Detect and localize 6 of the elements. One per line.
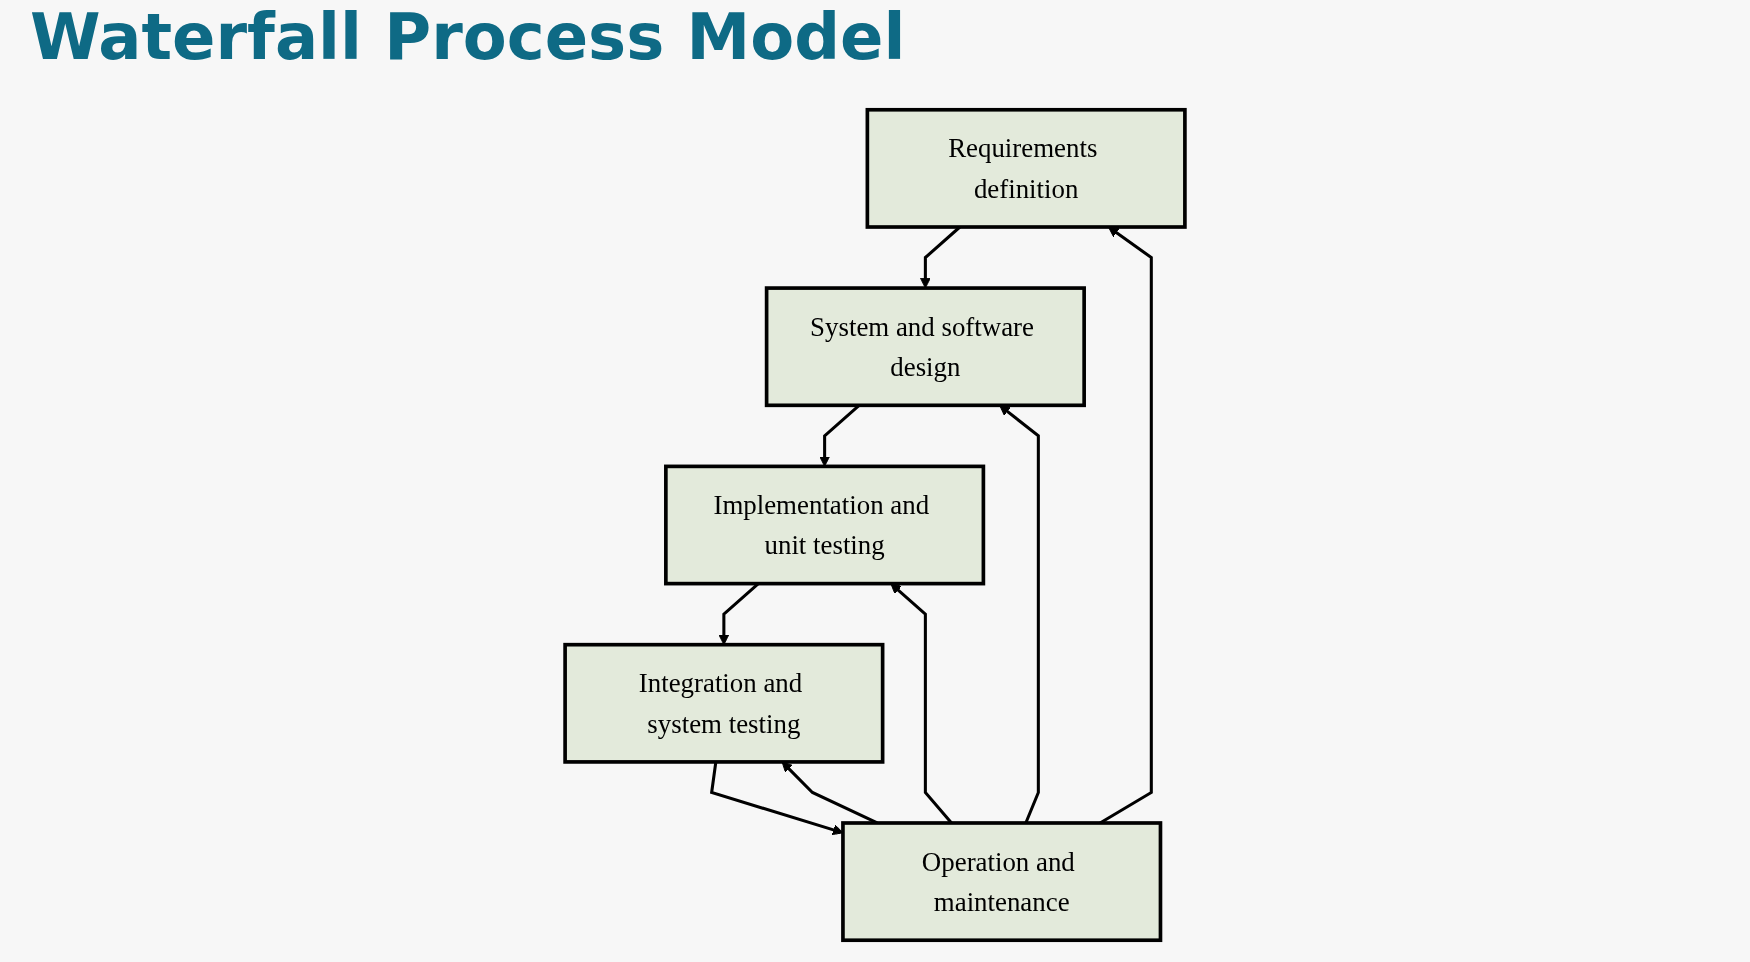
node-box: Requirements definition (865, 107, 1187, 229)
title: Waterfall Process Model (30, 0, 906, 74)
node-box: System and software design (764, 286, 1086, 408)
node-box: Implementation and unit testing (664, 464, 986, 586)
node-box: Operation and maintenance (841, 821, 1163, 943)
node-box: Integration and system testing (563, 642, 885, 764)
